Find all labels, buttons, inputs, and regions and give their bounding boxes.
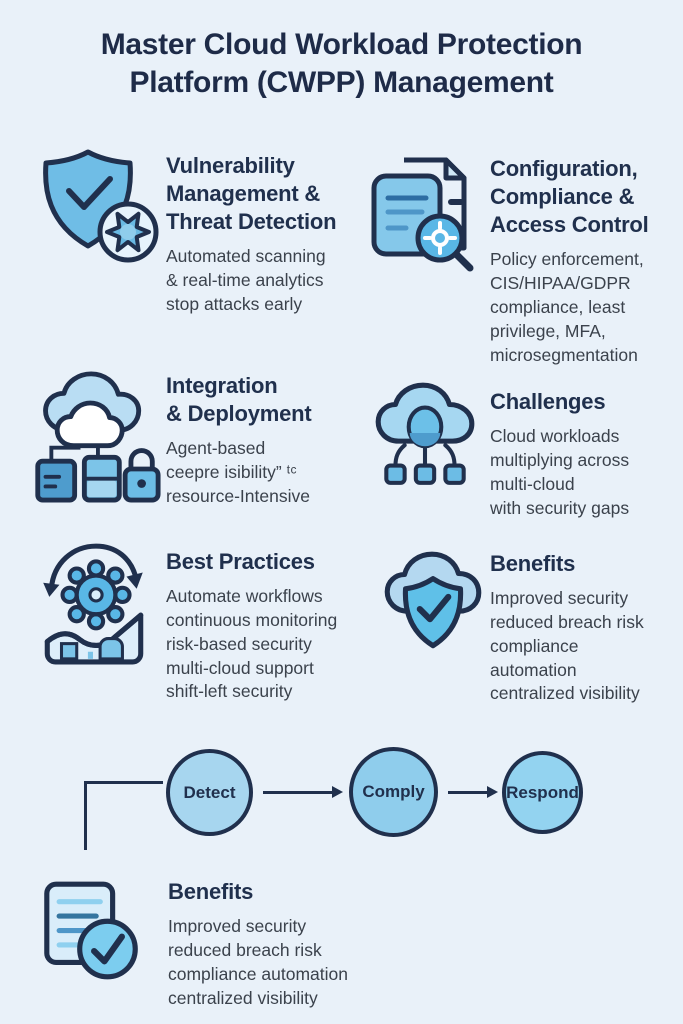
section-title: Challenges [490, 389, 606, 414]
flow-node-label: Comply [362, 782, 425, 801]
document-check-icon [38, 876, 142, 984]
section-vulnerability: Vulnerability Management & Threat Detect… [166, 152, 366, 317]
section-body: Agent-based ceepre isibility” ᵗᶜ resourc… [166, 438, 310, 506]
flow-node-detect: Detect [166, 749, 253, 836]
flow-node-comply: Comply [349, 747, 438, 837]
section-body: Improved security reduced breach risk co… [168, 916, 348, 1008]
document-magnifier-icon [364, 148, 484, 272]
section-body: Improved security reduced breach risk co… [490, 588, 644, 704]
shield-virus-icon [36, 146, 166, 268]
section-title: Best Practices [166, 549, 315, 574]
section-body: Cloud workloads multiplying across multi… [490, 426, 630, 518]
cloud-shield-check-icon [378, 544, 488, 664]
section-body: Policy enforcement, CIS/HIPAA/GDPR compl… [490, 249, 644, 365]
section-title: Configuration, Compliance & Access Contr… [490, 156, 649, 238]
gear-cycle-chart-icon [36, 538, 152, 668]
section-title: Benefits [490, 551, 576, 576]
cloud-network-icon [368, 378, 482, 490]
flow-node-label: Respond [506, 782, 579, 802]
flow-connector-bracket [84, 781, 163, 850]
flow-node-label: Detect [183, 782, 236, 802]
section-title: Integration & Deployment [166, 373, 312, 427]
page-title: Master Cloud Workload Protection Platfor… [100, 28, 583, 100]
section-title: Benefits [168, 879, 254, 904]
section-configuration: Configuration, Compliance & Access Contr… [490, 155, 680, 367]
flow-arrow-icon [448, 786, 498, 798]
section-benefits: Benefits Improved security reduced breac… [490, 550, 680, 706]
section-body: Automated scanning & real-time analytics… [166, 246, 326, 315]
flow-node-respond: Respond [502, 751, 583, 834]
section-footer-benefits: Benefits Improved security reduced breac… [168, 878, 428, 1010]
section-body: Automate workflows continuous monitoring… [166, 586, 338, 702]
section-title: Vulnerability Management & Threat Detect… [166, 153, 337, 235]
section-challenges: Challenges Cloud workloads multiplying a… [490, 388, 680, 520]
section-integration: Integration & Deployment Agent-based cee… [166, 372, 366, 509]
section-best-practices: Best Practices Automate workflows contin… [166, 548, 371, 704]
flow-arrow-icon [263, 786, 343, 798]
cloud-deployment-icon [30, 366, 162, 506]
